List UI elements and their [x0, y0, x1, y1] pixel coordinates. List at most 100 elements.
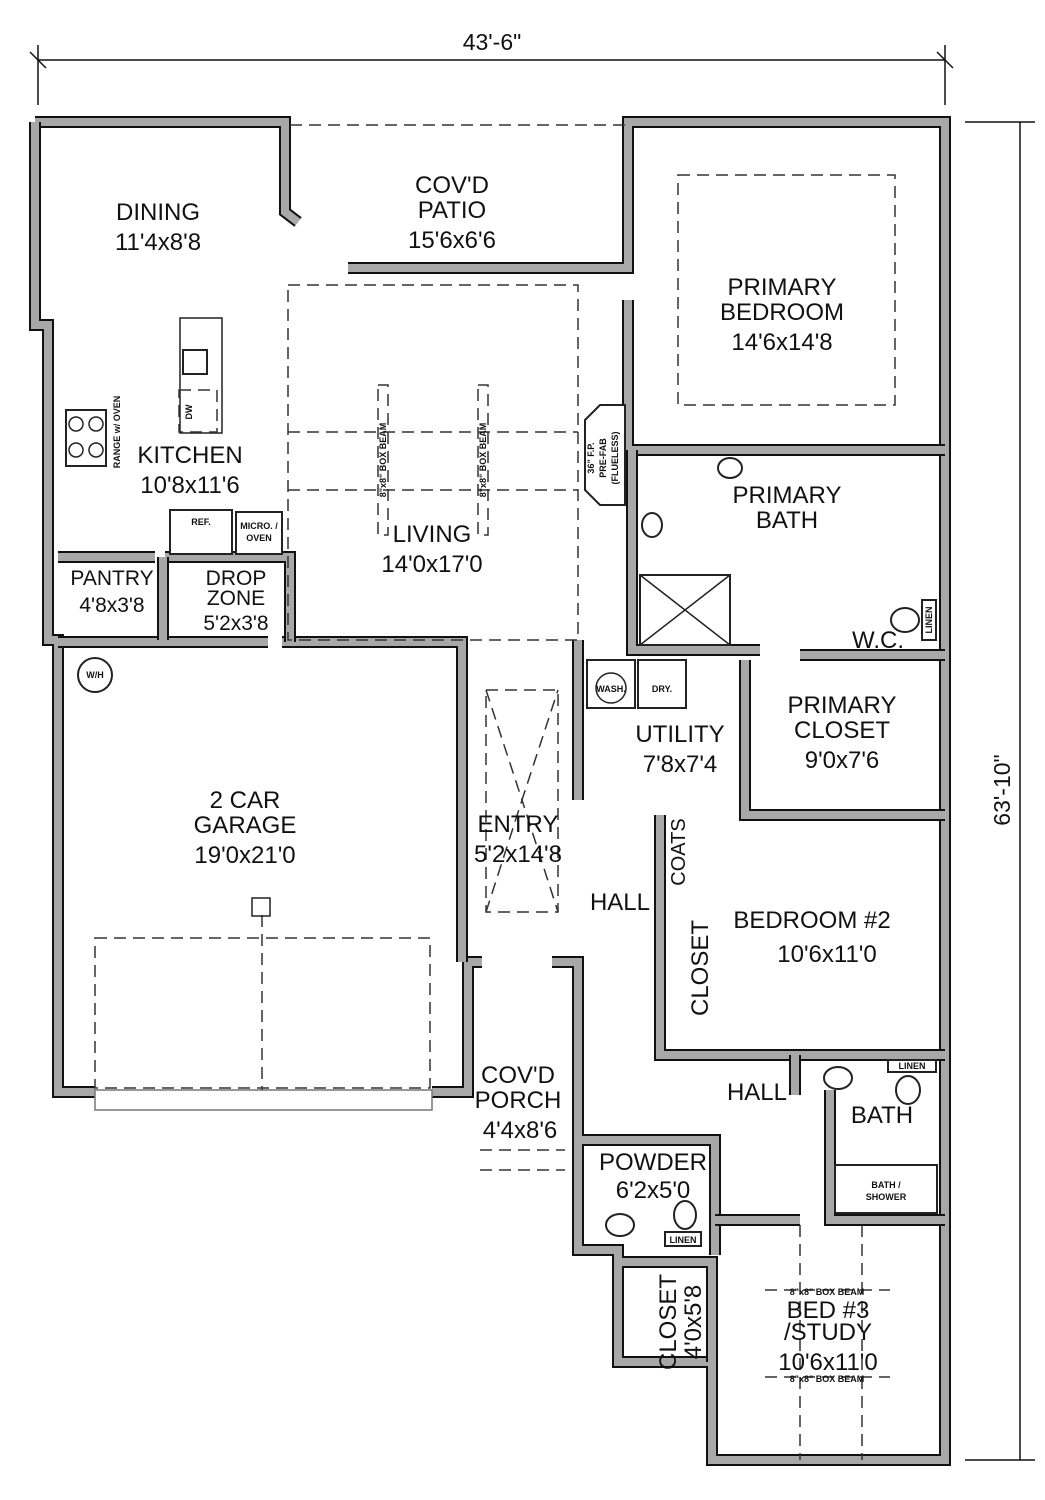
wall — [282, 636, 468, 962]
wall — [432, 956, 482, 1098]
svg-text:PORCH: PORCH — [475, 1087, 562, 1114]
svg-text:15'6x6'6: 15'6x6'6 — [408, 227, 496, 254]
svg-text:COV'D: COV'D — [481, 1062, 555, 1089]
toilet-icon — [890, 607, 920, 633]
svg-text:(FLUELESS): (FLUELESS) — [610, 431, 620, 484]
room-hall-2: HALL — [727, 1079, 787, 1106]
svg-text:8"x8" BOX BEAM: 8"x8" BOX BEAM — [790, 1374, 865, 1384]
svg-text:2 CAR: 2 CAR — [210, 787, 281, 814]
fixtures: RANGE w/ OVEN DW REF. MICRO. / OVEN W/H … — [65, 317, 938, 1384]
svg-text:SHOWER: SHOWER — [866, 1192, 907, 1202]
svg-text:19'0x21'0: 19'0x21'0 — [194, 842, 295, 869]
svg-text:BEDROOM: BEDROOM — [720, 299, 844, 326]
svg-text:5'2x3'8: 5'2x3'8 — [203, 612, 268, 635]
svg-text:LINEN: LINEN — [924, 607, 934, 634]
wall — [622, 1258, 716, 1362]
svg-text:5'2x14'8: 5'2x14'8 — [474, 841, 562, 868]
svg-text:ZONE: ZONE — [207, 587, 265, 610]
room-bedroom-2: BEDROOM #2 10'6x11'0 — [733, 907, 890, 968]
room-living: LIVING 14'0x17'0 — [381, 521, 482, 578]
svg-text:10'6x11'0: 10'6x11'0 — [778, 1349, 877, 1376]
svg-text:DW: DW — [184, 404, 194, 419]
svg-text:DRY.: DRY. — [652, 684, 672, 694]
room-primary-bedroom: PRIMARY BEDROOM 14'6x14'8 — [720, 274, 844, 356]
svg-text:GARAGE: GARAGE — [194, 812, 297, 839]
svg-text:W/H: W/H — [86, 670, 104, 680]
svg-text:4'8x3'8: 4'8x3'8 — [79, 594, 144, 617]
svg-text:LINEN: LINEN — [670, 1235, 697, 1245]
room-porch: COV'D PORCH 4'4x8'6 — [475, 1062, 562, 1144]
svg-text:PRE-FAB: PRE-FAB — [598, 438, 608, 478]
dryer — [637, 659, 687, 709]
svg-text:PRIMARY: PRIMARY — [733, 482, 842, 509]
svg-text:CLOSET: CLOSET — [794, 717, 890, 744]
svg-text:PRIMARY: PRIMARY — [788, 692, 897, 719]
room-pantry: PANTRY 4'8x3'8 — [70, 567, 153, 617]
wall — [348, 118, 949, 1464]
svg-text:KITCHEN: KITCHEN — [137, 442, 242, 469]
fireplace-icon — [584, 404, 626, 506]
bathtub-shower — [834, 1164, 938, 1214]
room-primary-bath: PRIMARY BATH — [733, 482, 842, 534]
svg-text:4'4x8'6: 4'4x8'6 — [483, 1117, 558, 1144]
wall — [656, 815, 945, 1059]
wall — [628, 450, 760, 654]
svg-text:UTILITY: UTILITY — [635, 721, 724, 748]
room-drop-zone: DROP ZONE 5'2x3'8 — [203, 567, 268, 635]
svg-text:8"x8" BOX BEAM: 8"x8" BOX BEAM — [478, 423, 488, 498]
ceiling-lines — [94, 124, 896, 1460]
svg-text:BEDROOM #2: BEDROOM #2 — [733, 907, 890, 934]
room-kitchen: KITCHEN 10'8x11'6 — [137, 442, 242, 499]
room-powder: POWDER 6'2x5'0 — [599, 1149, 707, 1204]
svg-text:POWDER: POWDER — [599, 1149, 707, 1176]
room-coats: COATS — [668, 818, 690, 885]
room-dining: DINING 11'4x8'8 — [115, 199, 201, 256]
svg-text:REF.: REF. — [191, 517, 211, 527]
water-heater-icon — [77, 657, 113, 693]
walls — [29, 116, 951, 1466]
svg-text:36" F.P.: 36" F.P. — [586, 442, 596, 473]
svg-text:ENTRY: ENTRY — [478, 811, 559, 838]
svg-text:DINING: DINING — [116, 199, 200, 226]
refrigerator — [169, 509, 233, 555]
svg-text:WASH.: WASH. — [596, 684, 626, 694]
svg-text:6'2x5'0: 6'2x5'0 — [616, 1177, 691, 1204]
svg-text:RANGE w/ OVEN: RANGE w/ OVEN — [112, 396, 122, 469]
room-utility: UTILITY 7'8x7'4 — [635, 721, 724, 778]
svg-text:14'0x17'0: 14'0x17'0 — [381, 551, 482, 578]
width-dimension-label: 43'-6" — [463, 29, 522, 55]
room-bath: BATH — [851, 1102, 913, 1129]
room-garage: 2 CAR GARAGE 19'0x21'0 — [194, 787, 297, 869]
wall — [282, 638, 466, 962]
svg-text:PANTRY: PANTRY — [70, 567, 153, 590]
wall — [31, 122, 95, 1096]
room-patio: COV'D PATIO 15'6x6'6 — [408, 172, 496, 254]
room-entry: ENTRY 5'2x14'8 — [474, 811, 562, 868]
svg-text:8"x8" BOX BEAM: 8"x8" BOX BEAM — [790, 1287, 865, 1297]
room-hall: HALL — [590, 889, 650, 916]
wall — [741, 660, 945, 819]
room-closet-3: CLOSET 4'0x5'8 — [655, 1274, 707, 1370]
depth-dimension-label: 63'-10" — [989, 754, 1015, 825]
room-labels: DINING 11'4x8'8 COV'D PATIO 15'6x6'6 PRI… — [70, 172, 913, 1376]
wall — [432, 958, 482, 1096]
svg-text:BED #3: BED #3 — [787, 1297, 870, 1324]
svg-text:10'8x11'6: 10'8x11'6 — [140, 472, 239, 499]
svg-text:7'8x7'4: 7'8x7'4 — [643, 751, 718, 778]
wall — [35, 118, 301, 226]
washer — [586, 659, 636, 709]
svg-text:DROP: DROP — [206, 567, 267, 590]
wall — [826, 1090, 945, 1224]
svg-text:11'4x8'8: 11'4x8'8 — [115, 229, 201, 256]
microwave-oven — [235, 511, 283, 555]
svg-text:PRIMARY: PRIMARY — [728, 274, 837, 301]
depth-dimension: 63'-10" — [965, 121, 1035, 1461]
room-wc: W.C. — [852, 627, 904, 654]
svg-text:COV'D: COV'D — [415, 172, 489, 199]
svg-text:9'0x7'6: 9'0x7'6 — [805, 747, 880, 774]
svg-text:10'6x11'0: 10'6x11'0 — [777, 941, 876, 968]
svg-text:OVEN: OVEN — [246, 533, 272, 543]
svg-text:8"x8" BOX BEAM: 8"x8" BOX BEAM — [378, 423, 388, 498]
garage-door — [94, 1089, 433, 1111]
